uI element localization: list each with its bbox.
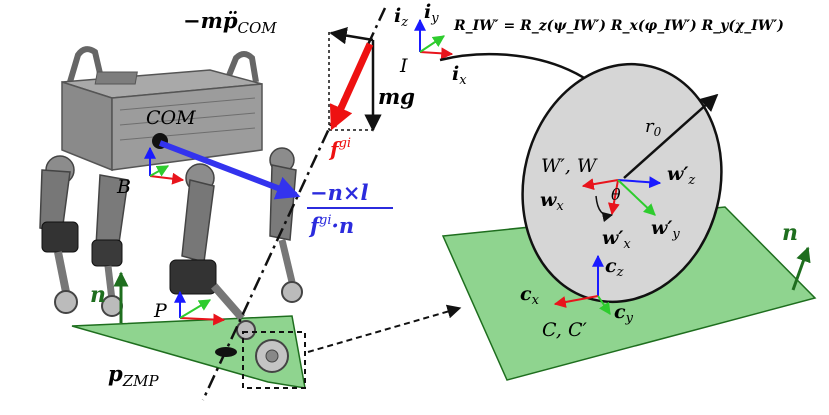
- robot-body-front: [61, 80, 113, 172]
- com-to-ratio-arrow: [158, 140, 301, 200]
- point-p-axes: [174, 290, 226, 326]
- wheel-fl: [54, 290, 78, 314]
- force-line-of-action: [201, 7, 387, 401]
- label-wheel-frames: W′, W: [541, 155, 598, 177]
- label-wz: w′z: [667, 163, 695, 188]
- label-radius: r0: [645, 116, 662, 139]
- label-cz: cz: [605, 255, 624, 280]
- label-rotation-eq: R_IW′ = R_z(ψ_IW′) R_x(φ_IW′) R_y(χ_IW′): [453, 18, 784, 34]
- leg-knee-fl: [41, 221, 79, 253]
- label-wxp: w′x: [602, 227, 631, 252]
- zoom-box: [242, 331, 306, 389]
- normal-arrow-right: [791, 246, 811, 291]
- label-frame-i: I: [399, 55, 408, 77]
- label-cy: cy: [614, 301, 634, 326]
- fgi-arrow: [329, 42, 374, 131]
- label-pzmp: pZMP: [108, 361, 159, 390]
- label-ix: ix: [452, 63, 467, 88]
- radius-arrow: [623, 93, 719, 179]
- base-frame-axes: [144, 146, 185, 185]
- force-triangle: [328, 26, 382, 132]
- ratio-numerator: −n×l: [310, 180, 368, 205]
- leg-knee-hl: [169, 259, 217, 295]
- label-normal-left: n: [90, 282, 106, 308]
- label-wyp: w′y: [651, 217, 680, 242]
- leg-thigh-hl: [181, 179, 215, 263]
- robot-handle-left: [67, 46, 105, 83]
- label-wx: wx: [540, 189, 564, 214]
- label-normal-right: n: [782, 220, 798, 246]
- label-base-frame: B: [116, 176, 131, 198]
- label-com: COM: [146, 107, 196, 129]
- label-iz: iz: [394, 5, 408, 30]
- label-inertial-force: −mp̈COM: [183, 8, 277, 37]
- label-fgi: fgi: [328, 136, 351, 161]
- zoom-arrow: [307, 304, 462, 353]
- label-gravity-force: mg: [378, 84, 415, 109]
- contact-frame-axes: [553, 254, 611, 315]
- wheel-frame-axes: [581, 176, 662, 223]
- label-cx: cx: [520, 283, 540, 308]
- label-point-p: P: [153, 300, 168, 322]
- ratio-denominator: fgi·n: [308, 213, 354, 238]
- label-iy: iy: [424, 1, 439, 26]
- ratio-fraction: −n×l fgi·n: [307, 180, 393, 238]
- world-frame-axes: [414, 18, 454, 60]
- robot-handle-right: [225, 51, 259, 83]
- zmp-point-marker: [215, 347, 237, 357]
- label-theta: θ: [611, 185, 621, 204]
- label-contact: C, C′: [542, 319, 587, 341]
